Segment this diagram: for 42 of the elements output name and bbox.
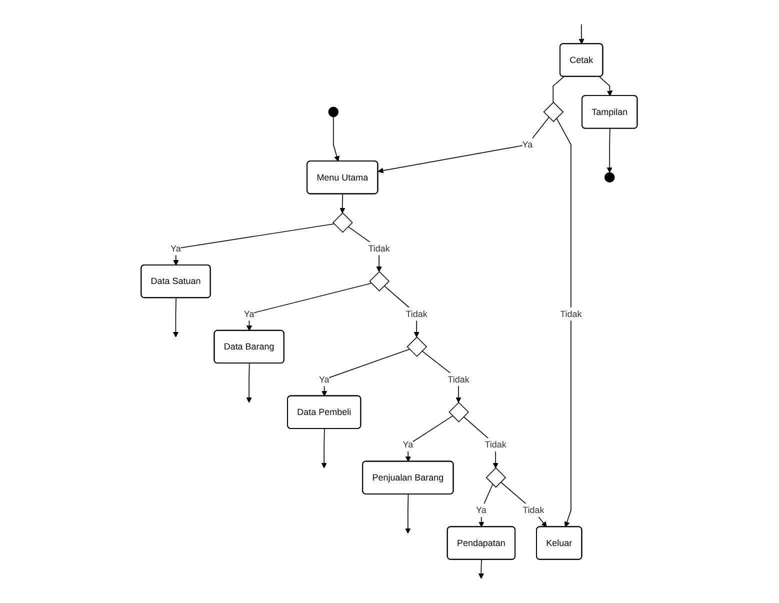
arrow	[464, 416, 499, 468]
arrow	[246, 362, 252, 403]
node-diamond	[448, 402, 470, 422]
arrow	[384, 285, 420, 338]
arrow	[378, 116, 550, 174]
arrow	[322, 348, 410, 396]
node-diamond	[407, 336, 428, 357]
edge-label: Tidak	[406, 308, 428, 319]
arrow	[322, 428, 328, 468]
arrow	[173, 298, 179, 338]
edge-label: Ya	[170, 243, 182, 254]
node-circle	[328, 106, 339, 118]
edge-label: Tidak	[522, 504, 545, 516]
edge-label: Tidak	[448, 374, 470, 384]
arrow	[173, 223, 335, 266]
arrow	[406, 416, 454, 462]
node-diamond	[332, 212, 354, 233]
arrow	[556, 118, 572, 528]
edge-label: Tidak	[368, 243, 390, 254]
arrow	[333, 116, 340, 162]
arrow	[340, 194, 346, 214]
arrow	[478, 559, 484, 579]
edge-label: Ya	[522, 139, 533, 150]
arrow	[579, 24, 585, 44]
node-circle	[604, 172, 616, 182]
edge-label: Ya	[244, 308, 255, 319]
edge-label: Ya	[403, 439, 414, 450]
arrow	[246, 282, 372, 331]
node-diamond	[370, 271, 390, 292]
arrow	[405, 494, 412, 534]
edge-label: Tidak	[560, 308, 582, 319]
node-diamond	[544, 102, 564, 122]
edge-label: Tidak	[485, 439, 507, 450]
node-diamond	[486, 467, 506, 488]
edge-label: Ya	[319, 374, 330, 384]
arrow	[478, 484, 494, 528]
arrow	[422, 350, 462, 403]
arrow	[607, 128, 613, 173]
arrow	[500, 482, 548, 528]
connector	[553, 76, 565, 103]
edge-label: Ya	[476, 504, 487, 516]
arrow	[599, 76, 613, 96]
